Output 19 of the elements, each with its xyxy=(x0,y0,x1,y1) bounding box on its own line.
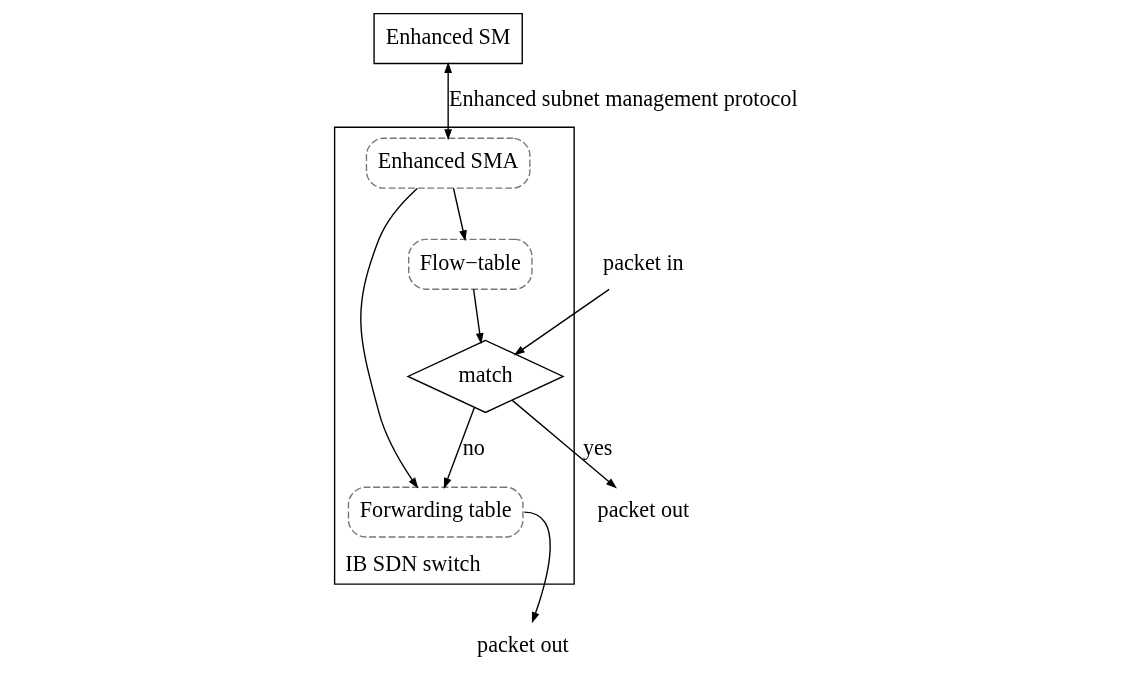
arrow xyxy=(523,511,551,624)
node-text: packet out xyxy=(597,497,689,523)
arrow xyxy=(511,399,617,489)
node-text: packet in xyxy=(602,249,684,275)
node-box: Forwarding table xyxy=(347,486,524,538)
node-box: Enhanced SM xyxy=(372,12,523,65)
arrow xyxy=(513,288,610,356)
arrow xyxy=(472,288,484,345)
arrow xyxy=(443,406,475,490)
node-box: Flow−table xyxy=(407,238,533,290)
edge-label: yes xyxy=(582,435,612,461)
node-box: Enhanced SMA xyxy=(365,137,531,189)
edge-label: no xyxy=(462,435,485,461)
node-diamond: match xyxy=(405,339,565,414)
arrow xyxy=(452,187,467,242)
node-text: packet out xyxy=(476,631,569,657)
edge-label: Enhanced subnet management protocol xyxy=(448,86,798,112)
arrow xyxy=(359,187,418,489)
arrow xyxy=(443,61,452,141)
